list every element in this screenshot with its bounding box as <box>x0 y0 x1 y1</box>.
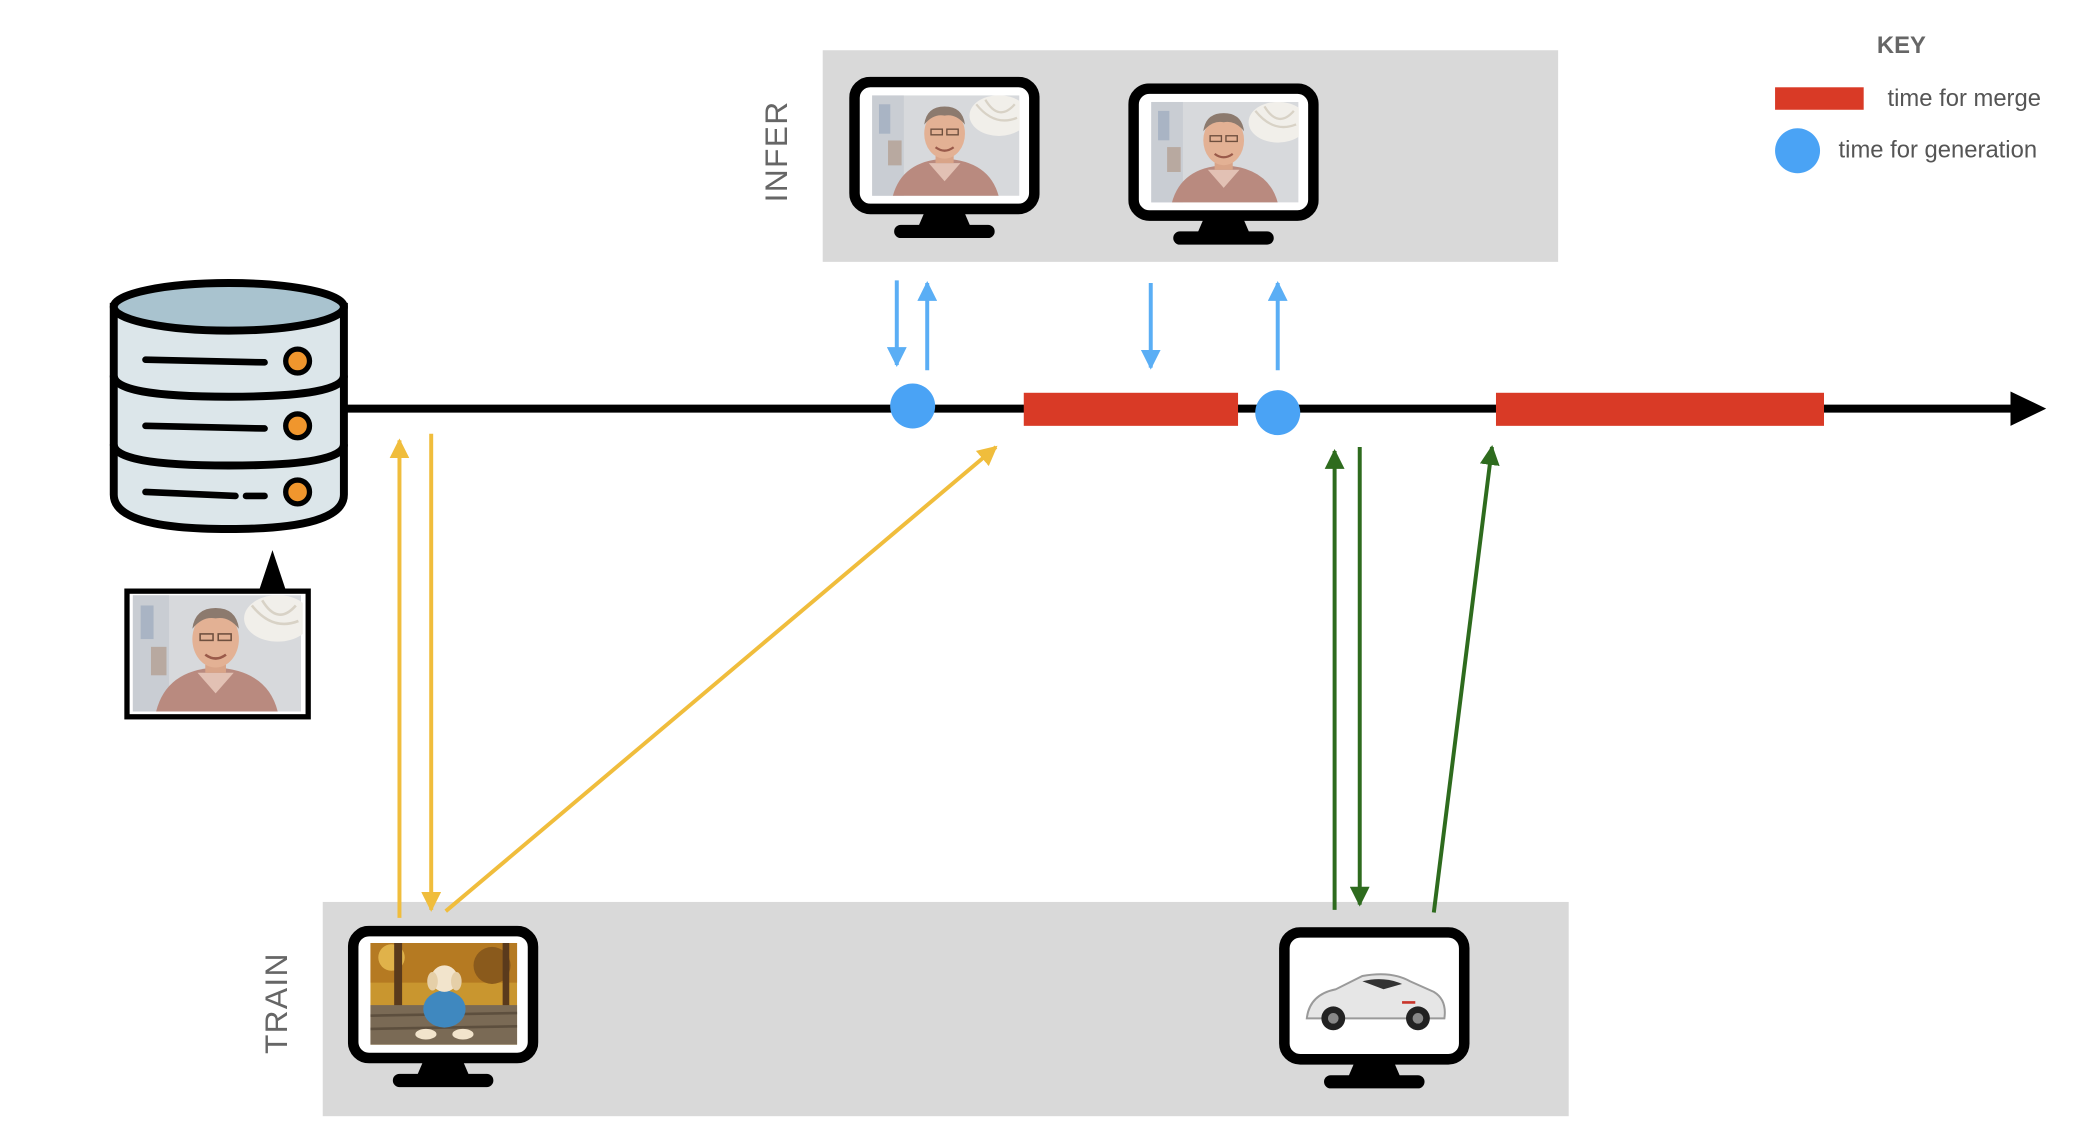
train-arrows-dog <box>389 433 998 918</box>
legend-merge-swatch <box>1775 87 1864 110</box>
green-arrow-diagonal <box>1431 445 1500 913</box>
train-arrows-car <box>1324 445 1500 913</box>
train-monitor-dog <box>353 931 533 1087</box>
generation-dot-2 <box>1255 390 1301 436</box>
merge-bar-2 <box>1495 392 1825 426</box>
white-convertible-car-photo <box>1300 944 1448 1047</box>
callout-pointer <box>259 550 286 590</box>
dog-photo <box>370 942 518 1045</box>
legend-generation-swatch <box>1775 128 1821 174</box>
train-panel-label: TRAIN <box>259 952 295 1055</box>
merge-bar-1 <box>1023 392 1239 426</box>
stored-person-photo <box>124 588 311 720</box>
inference-arrows <box>886 280 1288 371</box>
legend-title: KEY <box>1876 31 1926 59</box>
database-server-icon <box>109 279 348 533</box>
timeline-arrowhead <box>2010 391 2047 426</box>
legend-merge-label: time for merge <box>1887 84 2041 112</box>
train-monitor-car <box>1284 932 1464 1088</box>
yellow-arrow-diagonal <box>444 445 998 913</box>
generation-dot-1 <box>890 383 936 429</box>
legend-generation-label: time for generation <box>1838 136 2038 163</box>
infer-panel-label: INFER <box>759 100 795 203</box>
